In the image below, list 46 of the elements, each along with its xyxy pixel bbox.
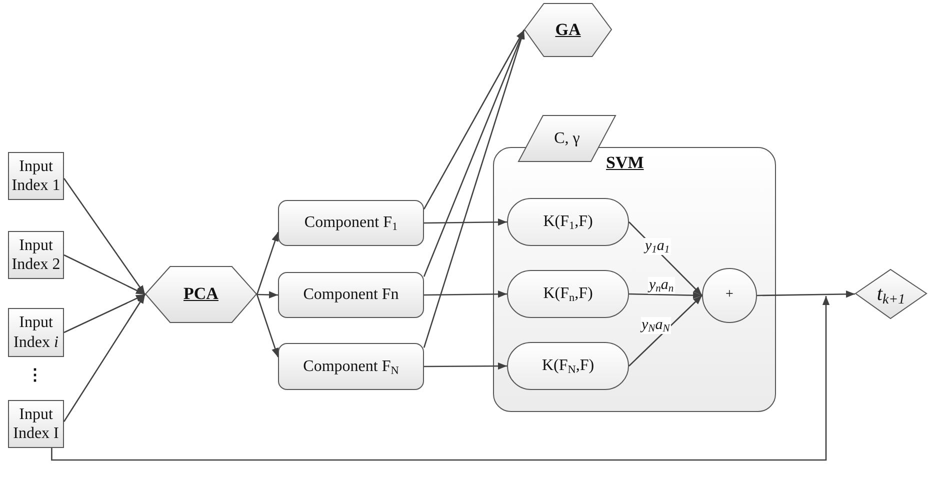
arrow bbox=[628, 295, 702, 366]
svm-panel bbox=[493, 147, 776, 412]
node-label: C, γ bbox=[554, 128, 580, 148]
arrow bbox=[64, 294, 146, 334]
node-label: Component Fn bbox=[303, 285, 399, 305]
component-box bbox=[278, 272, 424, 318]
node-label: K(F$_{N}$,F) bbox=[542, 356, 594, 376]
node-label: Component F$_{1}$ bbox=[304, 213, 398, 233]
process-hexagon bbox=[145, 266, 257, 323]
arrow bbox=[63, 294, 146, 422]
arrow bbox=[628, 292, 702, 299]
arrow bbox=[423, 30, 525, 210]
node-label: Input Index 2 bbox=[10, 236, 62, 274]
arrow bbox=[256, 291, 278, 298]
edge-label: y$_{n}$a$_{n}$ bbox=[648, 277, 675, 294]
component-box bbox=[278, 200, 424, 246]
arrow bbox=[63, 178, 146, 295]
node-label: Component F$_{N}$ bbox=[303, 356, 399, 376]
node-label: PCA bbox=[184, 284, 218, 305]
arrow bbox=[424, 218, 507, 226]
edge-label: y$_{1}$a$_{1}$ bbox=[644, 238, 671, 255]
panel-heading: SVM bbox=[606, 153, 644, 174]
node-label: + bbox=[726, 287, 734, 304]
kernel-box bbox=[507, 342, 629, 390]
arrow bbox=[51, 296, 830, 461]
kernel-box bbox=[507, 198, 629, 246]
node-label: Input Index 1 bbox=[10, 156, 62, 196]
arrow bbox=[256, 294, 279, 358]
node-label: Input Index I bbox=[12, 404, 60, 444]
process-hexagon bbox=[524, 3, 612, 57]
node-label: K(F$_{1}$,F) bbox=[543, 212, 593, 232]
node-label: K(F$_{n}$,F) bbox=[543, 284, 593, 304]
arrow bbox=[64, 254, 146, 296]
arrow bbox=[424, 362, 507, 370]
arrow bbox=[424, 290, 507, 298]
ellipsis-mark: ⋮ bbox=[27, 366, 43, 386]
node-label: t$_{k+1}$ bbox=[876, 282, 906, 306]
component-box bbox=[278, 343, 424, 390]
node-label: GA bbox=[555, 20, 581, 40]
arrow bbox=[756, 290, 856, 298]
edge-label: y$_{N}$a$_{N}$ bbox=[640, 317, 671, 334]
output-diamond bbox=[855, 269, 927, 319]
arrow bbox=[423, 30, 525, 348]
arrow bbox=[256, 232, 279, 295]
kernel-box bbox=[507, 270, 629, 318]
node-label: Input Index i bbox=[12, 313, 60, 352]
